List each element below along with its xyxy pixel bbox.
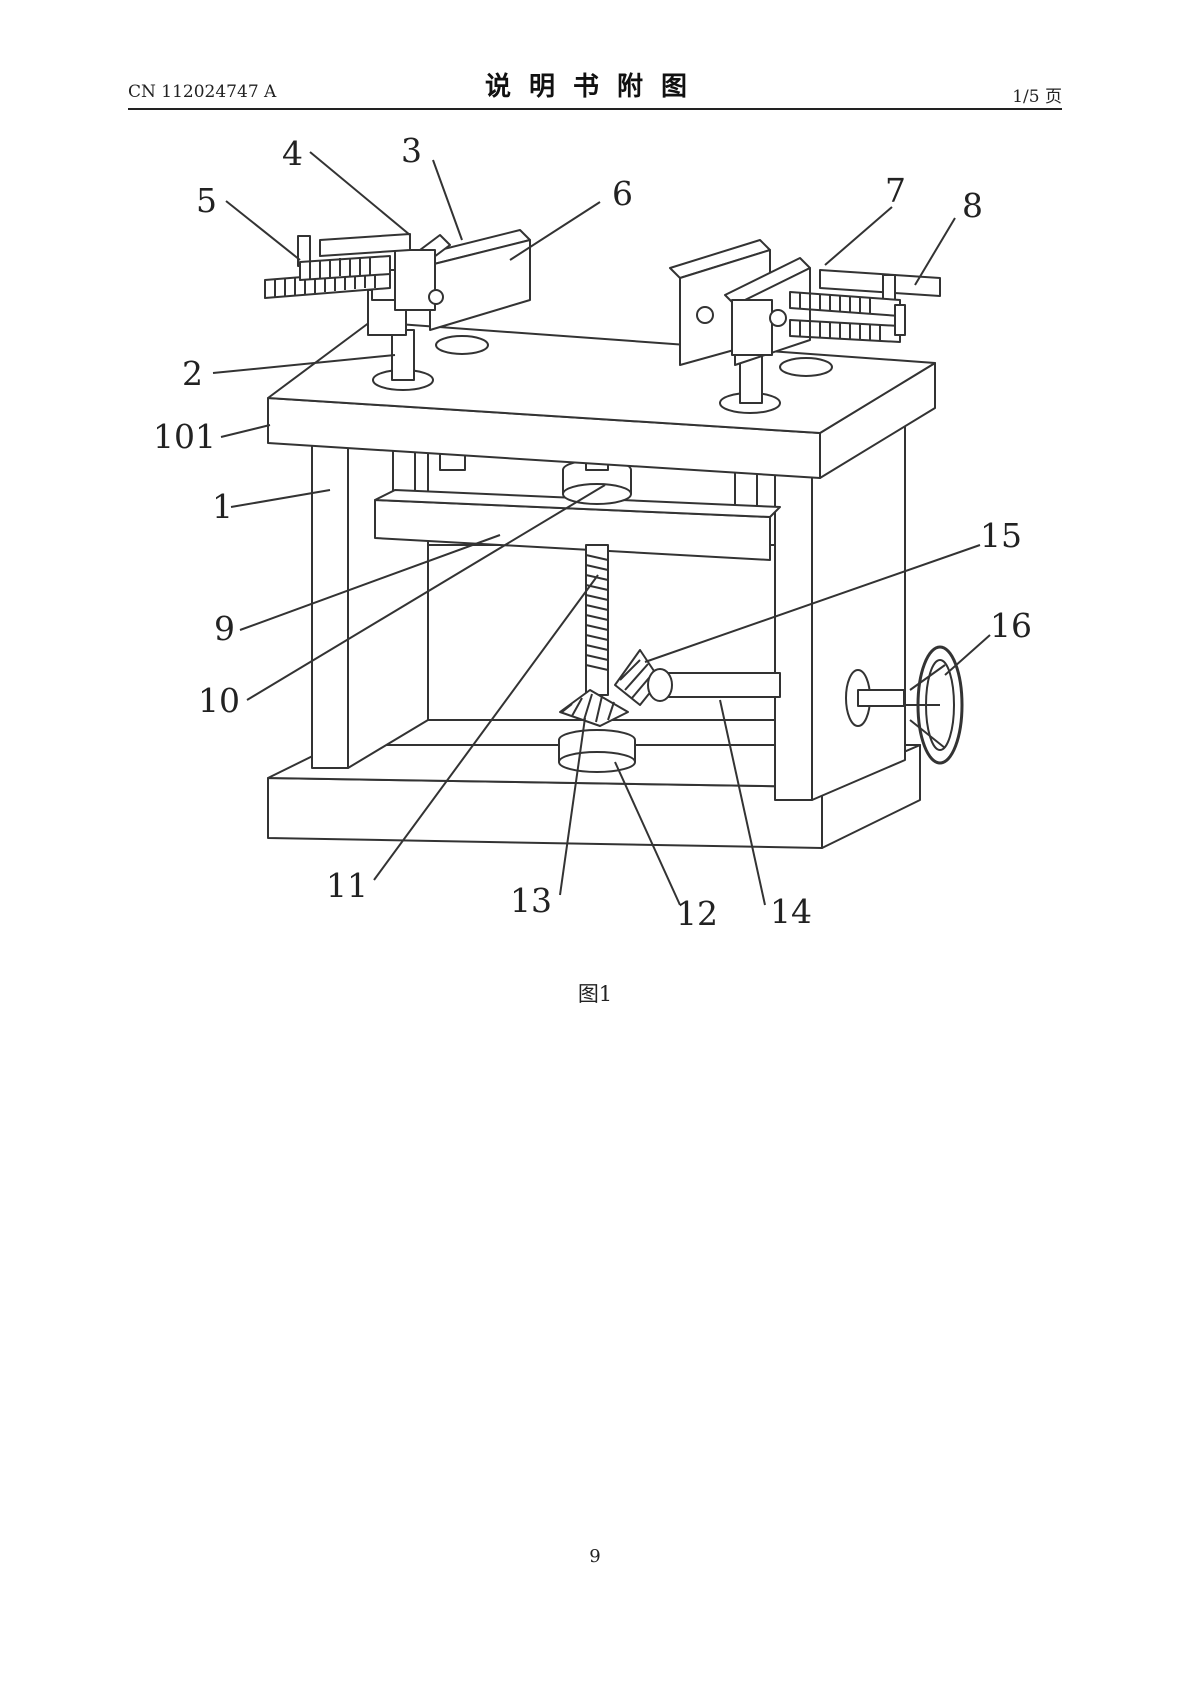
lifting-plate	[374, 489, 781, 561]
drive-shaft	[647, 668, 781, 702]
callout-3: 3	[401, 131, 422, 170]
callout-4: 4	[282, 134, 303, 173]
figure-caption: 图1	[577, 982, 613, 1006]
callout-16: 16	[990, 606, 1032, 645]
callout-12: 12	[676, 894, 718, 933]
patent-drawing: 1 2 3 4 5 6 7 8 9 10 11 12 13 14 15 16 1…	[153, 131, 1032, 933]
handwheel	[905, 645, 964, 765]
callout-9: 9	[214, 609, 235, 648]
left-vise	[264, 229, 531, 336]
base-plate	[267, 744, 921, 849]
leader-lines	[212, 151, 991, 906]
callout-labels: 1 2 3 4 5 6 7 8 9 10 11 12 13 14 15 16 1…	[153, 131, 1032, 933]
header-rule	[128, 108, 1062, 110]
patent-number: CN 112024747 A	[128, 82, 277, 102]
page-title: 说明书附图	[484, 72, 705, 102]
callout-1: 1	[212, 487, 233, 526]
callout-13: 13	[510, 881, 552, 920]
callout-7: 7	[885, 171, 906, 210]
lead-screw	[585, 544, 609, 696]
page-count: 1/5 页	[1012, 87, 1062, 107]
right-vise	[669, 239, 941, 366]
callout-10: 10	[198, 681, 240, 720]
callout-101: 101	[153, 417, 216, 456]
callout-15: 15	[980, 516, 1022, 555]
callout-5: 5	[196, 181, 217, 220]
callout-11: 11	[326, 866, 368, 905]
page-number: 9	[589, 1546, 601, 1567]
callout-6: 6	[612, 174, 633, 213]
callout-8: 8	[962, 186, 983, 225]
callout-14: 14	[770, 892, 812, 931]
callout-2: 2	[182, 354, 203, 393]
